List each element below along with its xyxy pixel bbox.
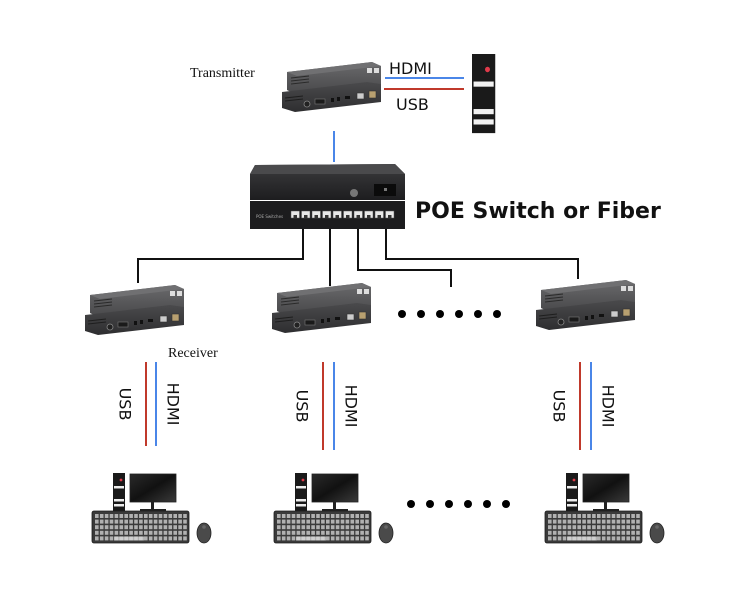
transmitter-label: Transmitter xyxy=(190,66,255,81)
monitor xyxy=(311,473,359,512)
hdmi-label-top: HDMI xyxy=(389,59,432,78)
keyboard xyxy=(91,510,190,544)
ellipsis-dot xyxy=(445,500,453,508)
ellipsis-dot xyxy=(474,310,482,318)
ellipsis-dot xyxy=(502,500,510,508)
usb-label-top: USB xyxy=(396,95,429,114)
keyboard xyxy=(273,510,372,544)
receiver-2-device xyxy=(271,282,372,334)
ellipsis-dot xyxy=(398,310,406,318)
pc-tower xyxy=(566,473,578,513)
ellipsis-dot xyxy=(455,310,463,318)
workstation xyxy=(544,473,665,544)
mouse xyxy=(196,522,212,544)
poe-switch: POE Switches xyxy=(250,164,405,229)
usb-label: USB xyxy=(293,390,312,423)
ellipsis-dot xyxy=(417,310,425,318)
mouse xyxy=(649,522,665,544)
cable-receiver-1 xyxy=(137,229,304,283)
transmitter-device xyxy=(281,61,382,113)
receiver-n-device xyxy=(535,279,636,331)
receiver-label: Receiver xyxy=(168,346,218,361)
source-pc-tower xyxy=(472,54,496,134)
ellipsis-dot xyxy=(464,500,472,508)
ellipsis-dot xyxy=(407,500,415,508)
ellipsis-receivers xyxy=(398,310,501,318)
hdmi-label: HDMI xyxy=(342,385,361,428)
usb-label: USB xyxy=(550,390,569,423)
switch-front-label: POE Switches xyxy=(256,214,283,219)
hdmi-label: HDMI xyxy=(599,385,618,428)
mouse xyxy=(378,522,394,544)
switch-label: POE Switch or Fiber xyxy=(415,199,661,224)
ellipsis-dot xyxy=(436,310,444,318)
workstation xyxy=(91,473,212,544)
ellipsis-workstations xyxy=(407,500,510,508)
ellipsis-dot xyxy=(426,500,434,508)
monitor xyxy=(582,473,630,512)
pc-tower xyxy=(295,473,307,513)
ellipsis-dot xyxy=(483,500,491,508)
ellipsis-dot xyxy=(493,310,501,318)
hdmi-label: HDMI xyxy=(164,383,183,426)
cable-ellipsis xyxy=(357,229,452,287)
ground-screw-icon xyxy=(350,189,358,197)
usb-label: USB xyxy=(116,388,135,421)
keyboard xyxy=(544,510,643,544)
workstation xyxy=(273,473,394,544)
receiver-1-device xyxy=(84,284,185,336)
cable-receiver-n xyxy=(385,229,579,279)
monitor xyxy=(129,473,177,512)
pc-tower xyxy=(113,473,125,513)
